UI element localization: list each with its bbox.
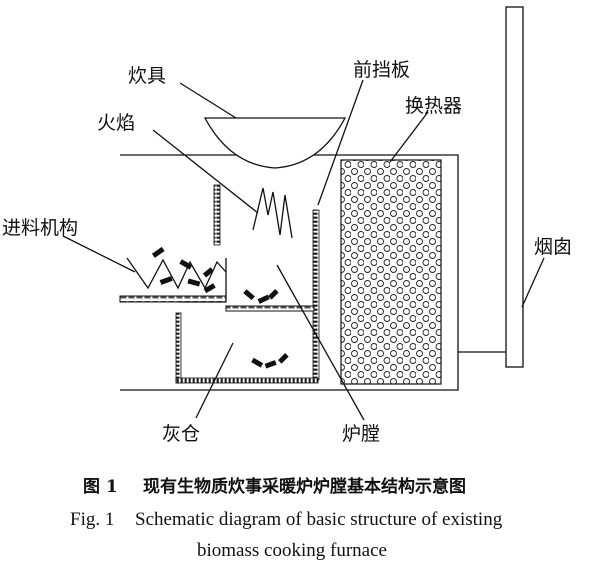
cookware [203,117,347,169]
caption-en-number: Fig. 1 [70,509,114,530]
leader-lines [62,79,545,421]
inner-wall [213,184,221,246]
label-ash-bin: 灰仓 [162,423,200,445]
caption-en-line1: Schematic diagram of basic structure of … [135,509,503,530]
caption-cn-number: 图 1 [83,477,118,497]
label-furnace-chamber: 炉膛 [342,423,380,445]
label-heat-exchanger: 换热器 [405,95,462,117]
feeding-mechanism [119,257,227,303]
chimney [505,6,524,368]
front-baffle [312,209,320,381]
caption-cn-text: 现有生物质炊事采暖炉炉膛基本结构示意图 [143,476,466,497]
ash-bin [175,312,319,384]
label-cookware: 炊具 [128,65,166,87]
label-front-baffle: 前挡板 [353,59,410,81]
caption-en-line2: biomass cooking furnace [197,540,387,561]
fuel-pellets [151,246,289,369]
label-feeding-mechanism: 进料机构 [2,217,78,239]
flame [252,187,293,239]
label-chimney: 烟囱 [534,236,572,258]
grate [180,301,315,312]
label-flame: 火焰 [97,112,135,134]
heat-exchanger [318,154,506,391]
